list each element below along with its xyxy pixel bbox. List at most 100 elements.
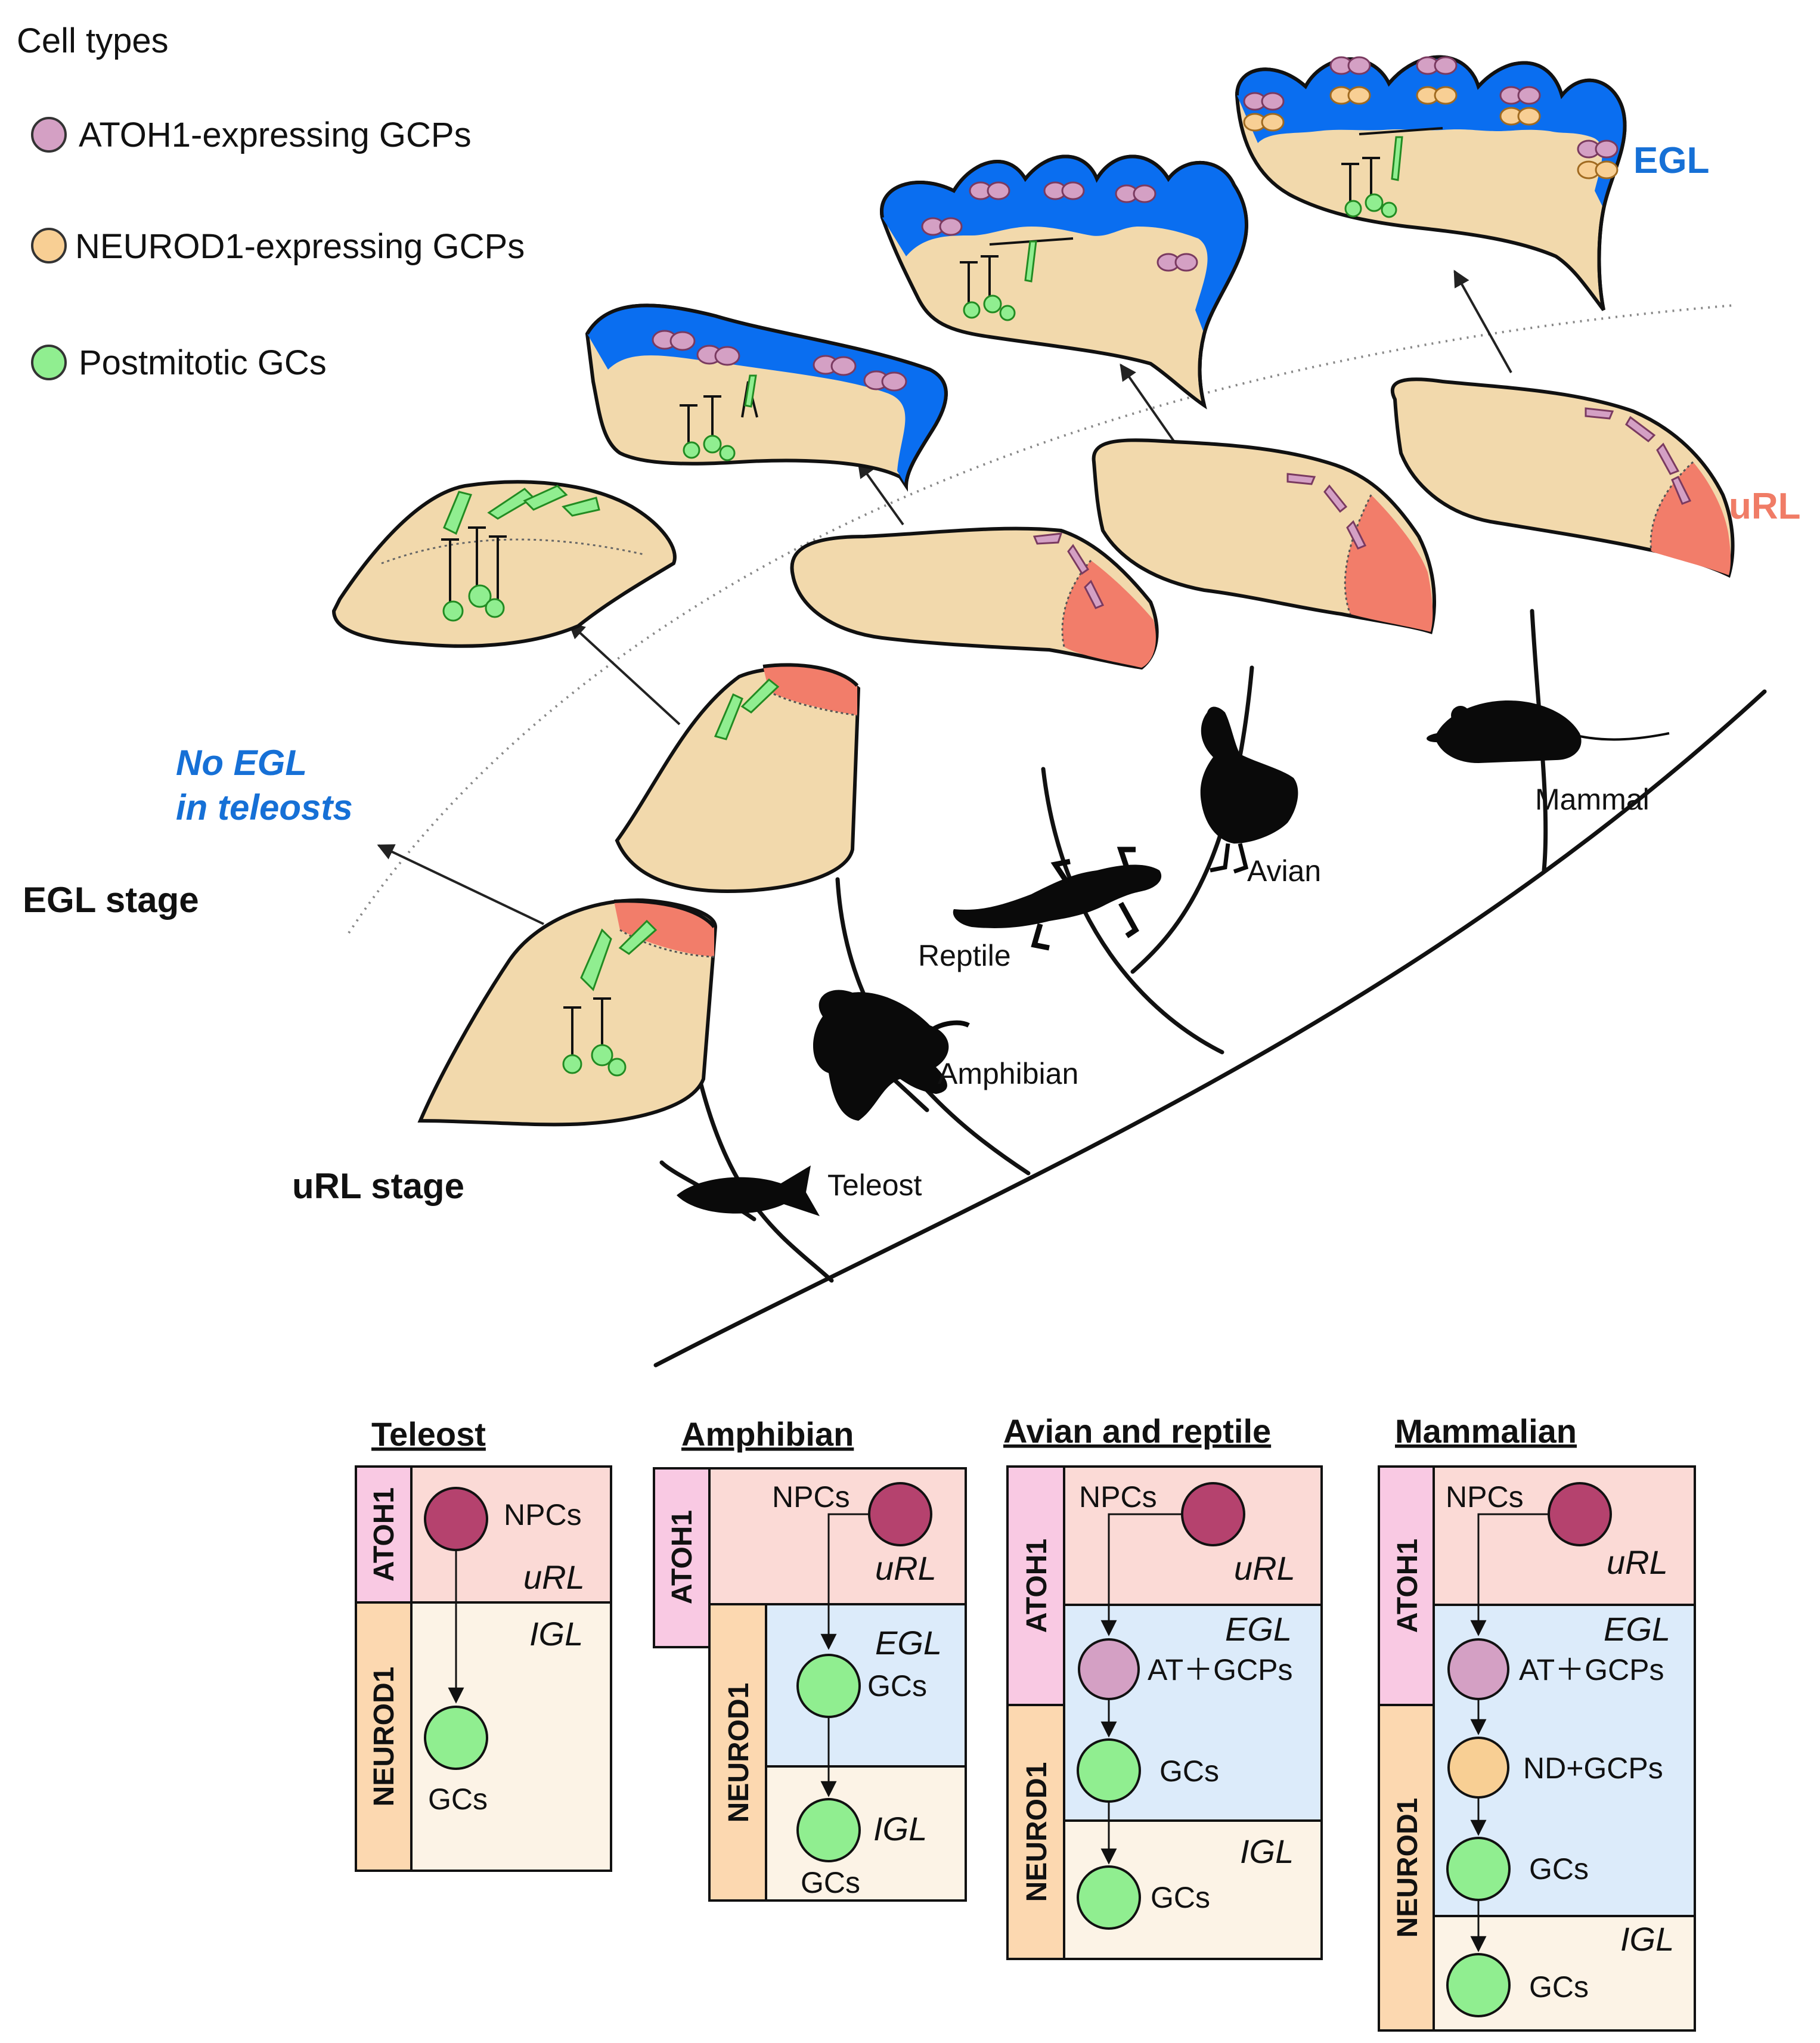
tissue-reptile-url [790,526,1159,670]
arrow-reptile [857,460,904,526]
panel-teleost-url-label: uRL [523,1558,585,1596]
species-label-reptile: Reptile [918,939,1011,972]
panel-mammalian-title: Mammalian [1395,1412,1577,1450]
tree-branch-sauropsid [1041,767,1224,1055]
panel-amphibian-atoh1-label: ATOH1 [666,1510,698,1604]
panel-amphibian-title: Amphibian [681,1415,854,1453]
panel-mammalian-gc-cell-1 [1446,1837,1511,1901]
panel-amphibian-gc-cell-1 [796,1654,861,1718]
panel-avian-title: Avian and reptile [1003,1412,1271,1450]
legend-swatch-neurod1 [31,228,67,263]
url-stage-label: uRL stage [292,1166,464,1206]
panel-mammalian-atgcps-label: AT＋GCPs [1519,1653,1664,1687]
panel-mammalian-atgcp-cell [1447,1638,1509,1700]
panel-teleost-gc-cell [424,1706,488,1770]
panel-teleost-neurod1-box [355,1601,413,1872]
panel-mammalian-igl-label: IGL [1620,1920,1674,1958]
panel-mammalian-atoh1-label: ATOH1 [1392,1539,1424,1633]
panel-avian-atgcp-cell [1078,1638,1140,1700]
panel-avian-gc-cell-2 [1077,1865,1141,1930]
no-egl-line1: No EGL [176,743,307,783]
panel-amphibian-atoh1-box [653,1467,711,1648]
panel-mammalian-atoh1-box [1378,1465,1435,1706]
legend-swatch-postmitotic [31,345,67,380]
panel-amphibian-neurod1-label: NEUROD1 [723,1683,755,1823]
avian-silhouette [1200,706,1298,874]
panel-mammalian-arrow-1 [1470,1513,1549,1636]
panel-mammalian-gcs-label-1: GCs [1529,1852,1589,1886]
panel-mammalian-npc-cell [1548,1482,1612,1546]
development-arrows [377,269,1512,925]
panel-teleost-gcs-label: GCs [428,1782,488,1816]
panel-amphibian-gcs-label-2: GCs [801,1866,860,1899]
species-label-amphibian: Amphibian [938,1057,1078,1090]
panel-mammalian-url-label: uRL [1607,1543,1668,1581]
legend-title: Cell types [17,21,169,60]
tissue-avian-url [1092,438,1436,634]
arrow-mammal [1453,269,1512,373]
legend-label-neurod1: NEUROD1-expressing GCPs [75,227,525,266]
panel-avian-arrow-1 [1100,1513,1182,1636]
arrow-teleost [377,844,544,925]
panel-teleost-title: Teleost [371,1415,486,1453]
panel-avian-neurod1-label: NEUROD1 [1021,1762,1053,1902]
panel-avian-neurod1-box [1006,1704,1065,1960]
panel-amphibian: Amphibian ATOH1 NEUROD1 NPCs uRL EGL GCs… [653,1415,967,1902]
legend-label-postmitotic: Postmitotic GCs [79,343,327,382]
panel-mammalian-gcs-label-2: GCs [1529,1970,1589,2004]
panel-teleost-atoh1-label: ATOH1 [368,1487,400,1582]
panel-teleost-neurod1-label: NEUROD1 [368,1667,400,1807]
amphibian-silhouette [813,990,970,1121]
panel-mammalian-ndgcps-label: ND+GCPs [1523,1751,1663,1785]
url-tag-label: uRL [1729,486,1801,527]
species-label-avian: Avian [1247,854,1321,888]
tissue-teleost-egl [331,480,677,648]
panel-amphibian-gcs-label-1: GCs [867,1669,927,1703]
panel-avian-atgcps-label: AT＋GCPs [1148,1653,1293,1687]
egl-tag-label: EGL [1633,140,1709,181]
species-label-teleost: Teleost [827,1168,922,1202]
panel-avian-egl-label: EGL [1225,1610,1292,1648]
panel-avian-gcs-label-1: GCs [1159,1754,1219,1788]
panel-avian-atoh1-label: ATOH1 [1021,1539,1053,1633]
panel-amphibian-egl-label: EGL [875,1624,942,1661]
arrow-amphibian [568,622,681,726]
panel-teleost-npcs-label: NPCs [504,1498,582,1532]
panel-teleost-atoh1-box [355,1465,413,1604]
tissue-amphibian-url [615,663,861,894]
panel-teleost-npc-cell [424,1487,488,1551]
panel-avian-gc-cell-1 [1077,1738,1141,1803]
panel-amphibian-url-label: uRL [875,1549,937,1587]
panel-amphibian-npc-cell [868,1482,932,1546]
mammal-silhouette [1427,700,1670,763]
tree-trunk [653,689,1767,1368]
tree-branch-reptile-avian [1130,665,1254,974]
panel-mammalian-ndgcp-cell [1447,1737,1509,1799]
legend-label-atoh1: ATOH1-expressing GCPs [79,116,472,154]
panel-avian-gcs-label-2: GCs [1151,1881,1210,1914]
tissue-teleost-url [417,898,718,1127]
tree-branch-teleost [698,1080,834,1283]
panel-avian-igl-label: IGL [1240,1833,1294,1870]
tissue-avian-egl [880,154,1248,410]
panel-avian-npc-cell [1181,1482,1245,1546]
panel-amphibian-arrow-1 [820,1513,869,1650]
tissue-mammal-url [1390,377,1735,578]
panel-mammalian: Mammalian ATOH1 NEUROD1 NPCs uRL EGL AT＋… [1378,1412,1696,2032]
panel-amphibian-gc-cell-2 [796,1798,861,1862]
panel-teleost: Teleost ATOH1 NEUROD1 NPCs uRL IGL GCs [355,1415,612,1872]
panel-mammalian-npcs-label: NPCs [1446,1480,1524,1514]
no-egl-line2: in teleosts [176,788,353,827]
panel-amphibian-neurod1-box [708,1603,767,1902]
egl-stage-label: EGL stage [23,880,199,920]
panel-amphibian-igl-zone [765,1765,967,1902]
tissue-amphibian-egl [585,303,948,492]
panel-amphibian-igl-label: IGL [873,1810,927,1847]
legend: Cell types ATOH1-expressing GCPs NEUROD1… [17,21,525,382]
reptile-silhouette [953,847,1162,951]
phylogenetic-tree [653,609,1767,1368]
panel-avian-reptile: Avian and reptile ATOH1 NEUROD1 NPCs uRL… [1003,1412,1323,1960]
panel-amphibian-npcs-label: NPCs [772,1480,850,1514]
panel-mammalian-neurod1-label: NEUROD1 [1392,1798,1424,1938]
